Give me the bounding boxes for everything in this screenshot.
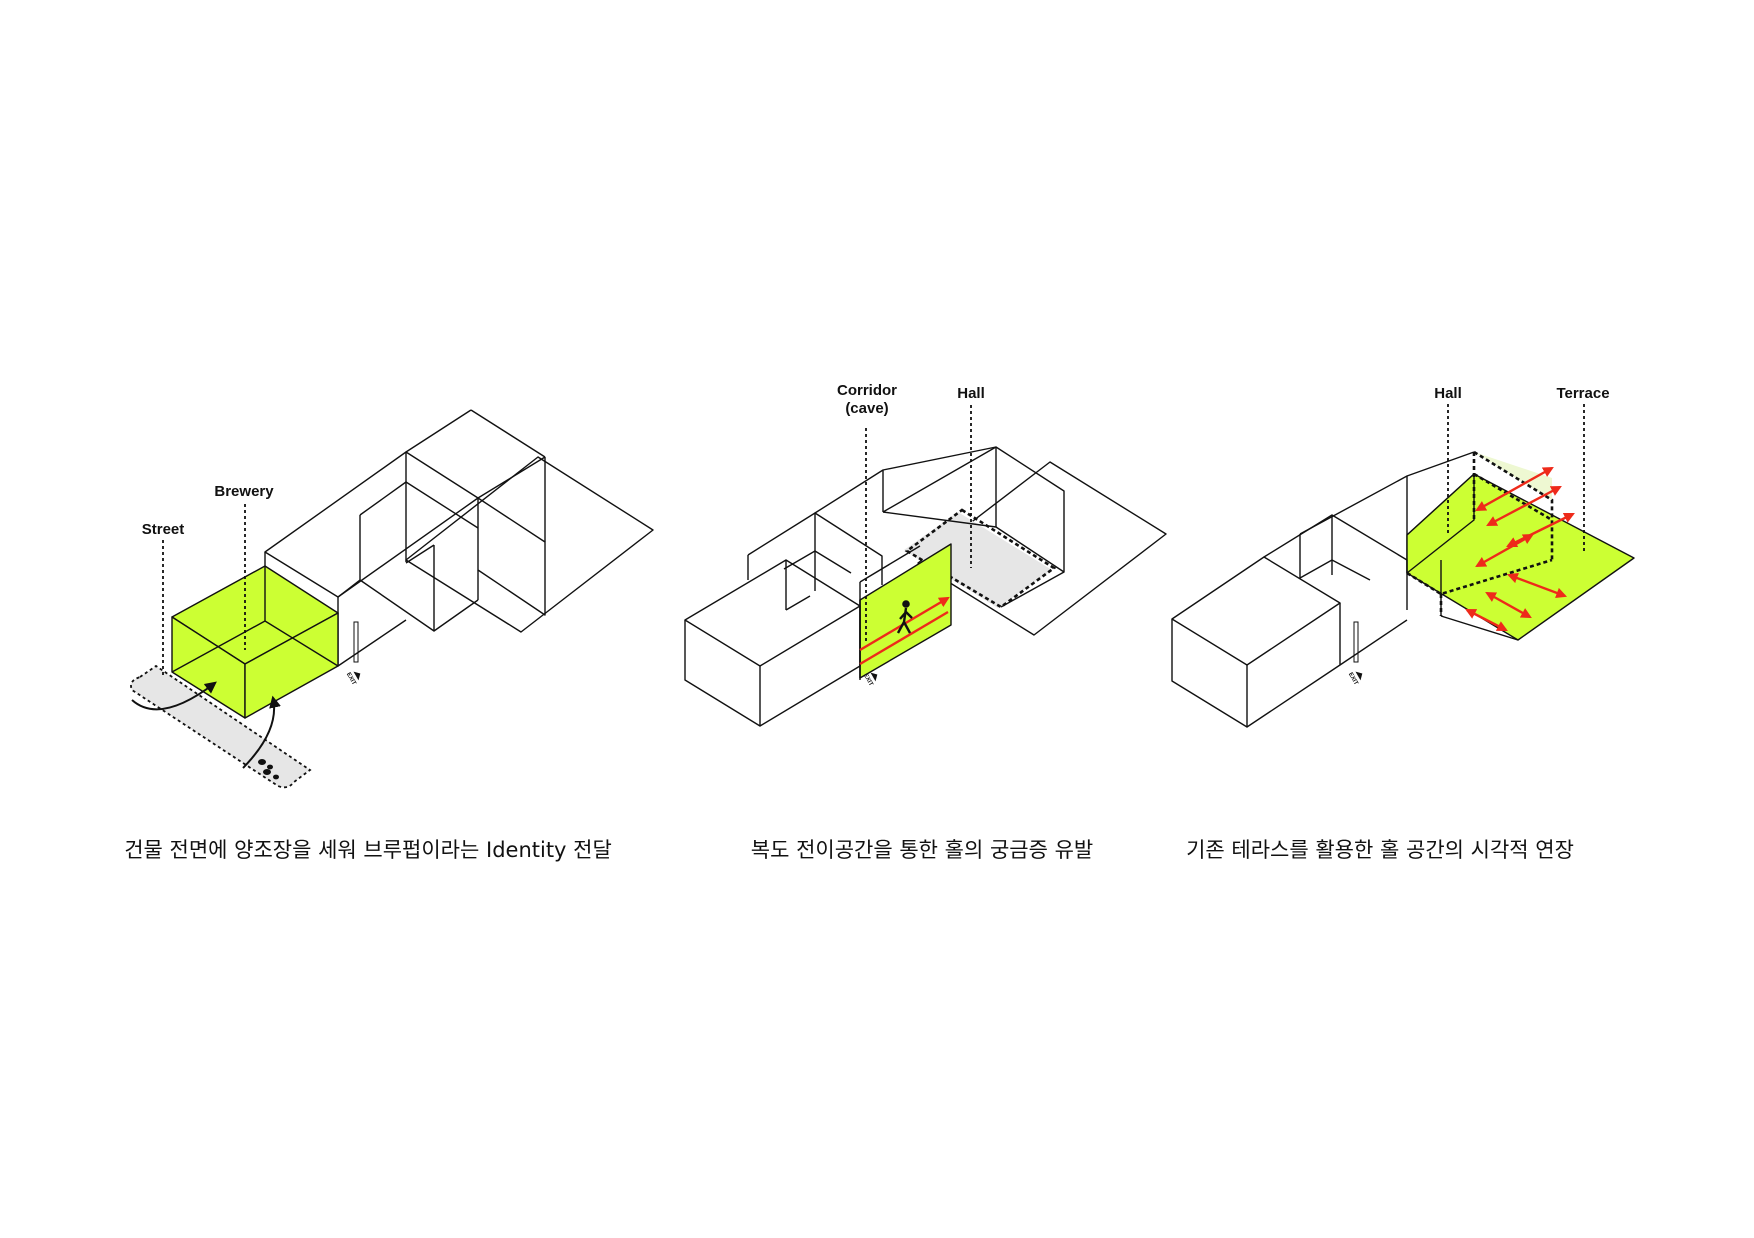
caption-panel-2: 복도 전이공간을 통한 홀의 궁금증 유발	[751, 838, 1094, 862]
label-corridor: Corridor	[837, 382, 897, 399]
person-icon	[896, 600, 913, 634]
label-brewery: Brewery	[214, 483, 274, 500]
label-corridor-sub: (cave)	[845, 400, 888, 417]
street-path	[131, 666, 310, 788]
hall-floor	[904, 512, 1052, 608]
caption-panel-3: 기존 테라스를 활용한 홀 공간의 시각적 연장	[1186, 838, 1574, 862]
exit-sign: EXIT	[345, 671, 361, 687]
label-hall: Hall	[957, 385, 985, 402]
panel-1-diagram: EXIT Street Brewery	[130, 409, 654, 789]
entry-arrow-1	[131, 681, 217, 711]
entry-arrow-2	[242, 695, 281, 769]
label-terrace: Terrace	[1556, 385, 1609, 402]
brewery-box	[171, 565, 339, 719]
exit-sign: EXIT	[1347, 671, 1363, 687]
front-box-top	[1171, 556, 1341, 666]
street-path-outline	[130, 664, 312, 789]
label-hall: Hall	[1434, 385, 1462, 402]
rear-box-top	[264, 451, 479, 598]
front-box-top	[684, 559, 861, 667]
label-street: Street	[142, 521, 185, 538]
footprints-icon	[258, 759, 279, 780]
caption-panel-1: 건물 전면에 양조장을 세워 브루펍이라는 Identity 전달	[124, 838, 612, 862]
panel-3-diagram: EXIT Hall Terrace	[1171, 385, 1635, 728]
terrace-plane	[405, 456, 654, 633]
expansion-arrows	[1465, 466, 1575, 632]
panel-2-diagram: EXIT Corridor (cave) Hall	[684, 382, 1167, 727]
